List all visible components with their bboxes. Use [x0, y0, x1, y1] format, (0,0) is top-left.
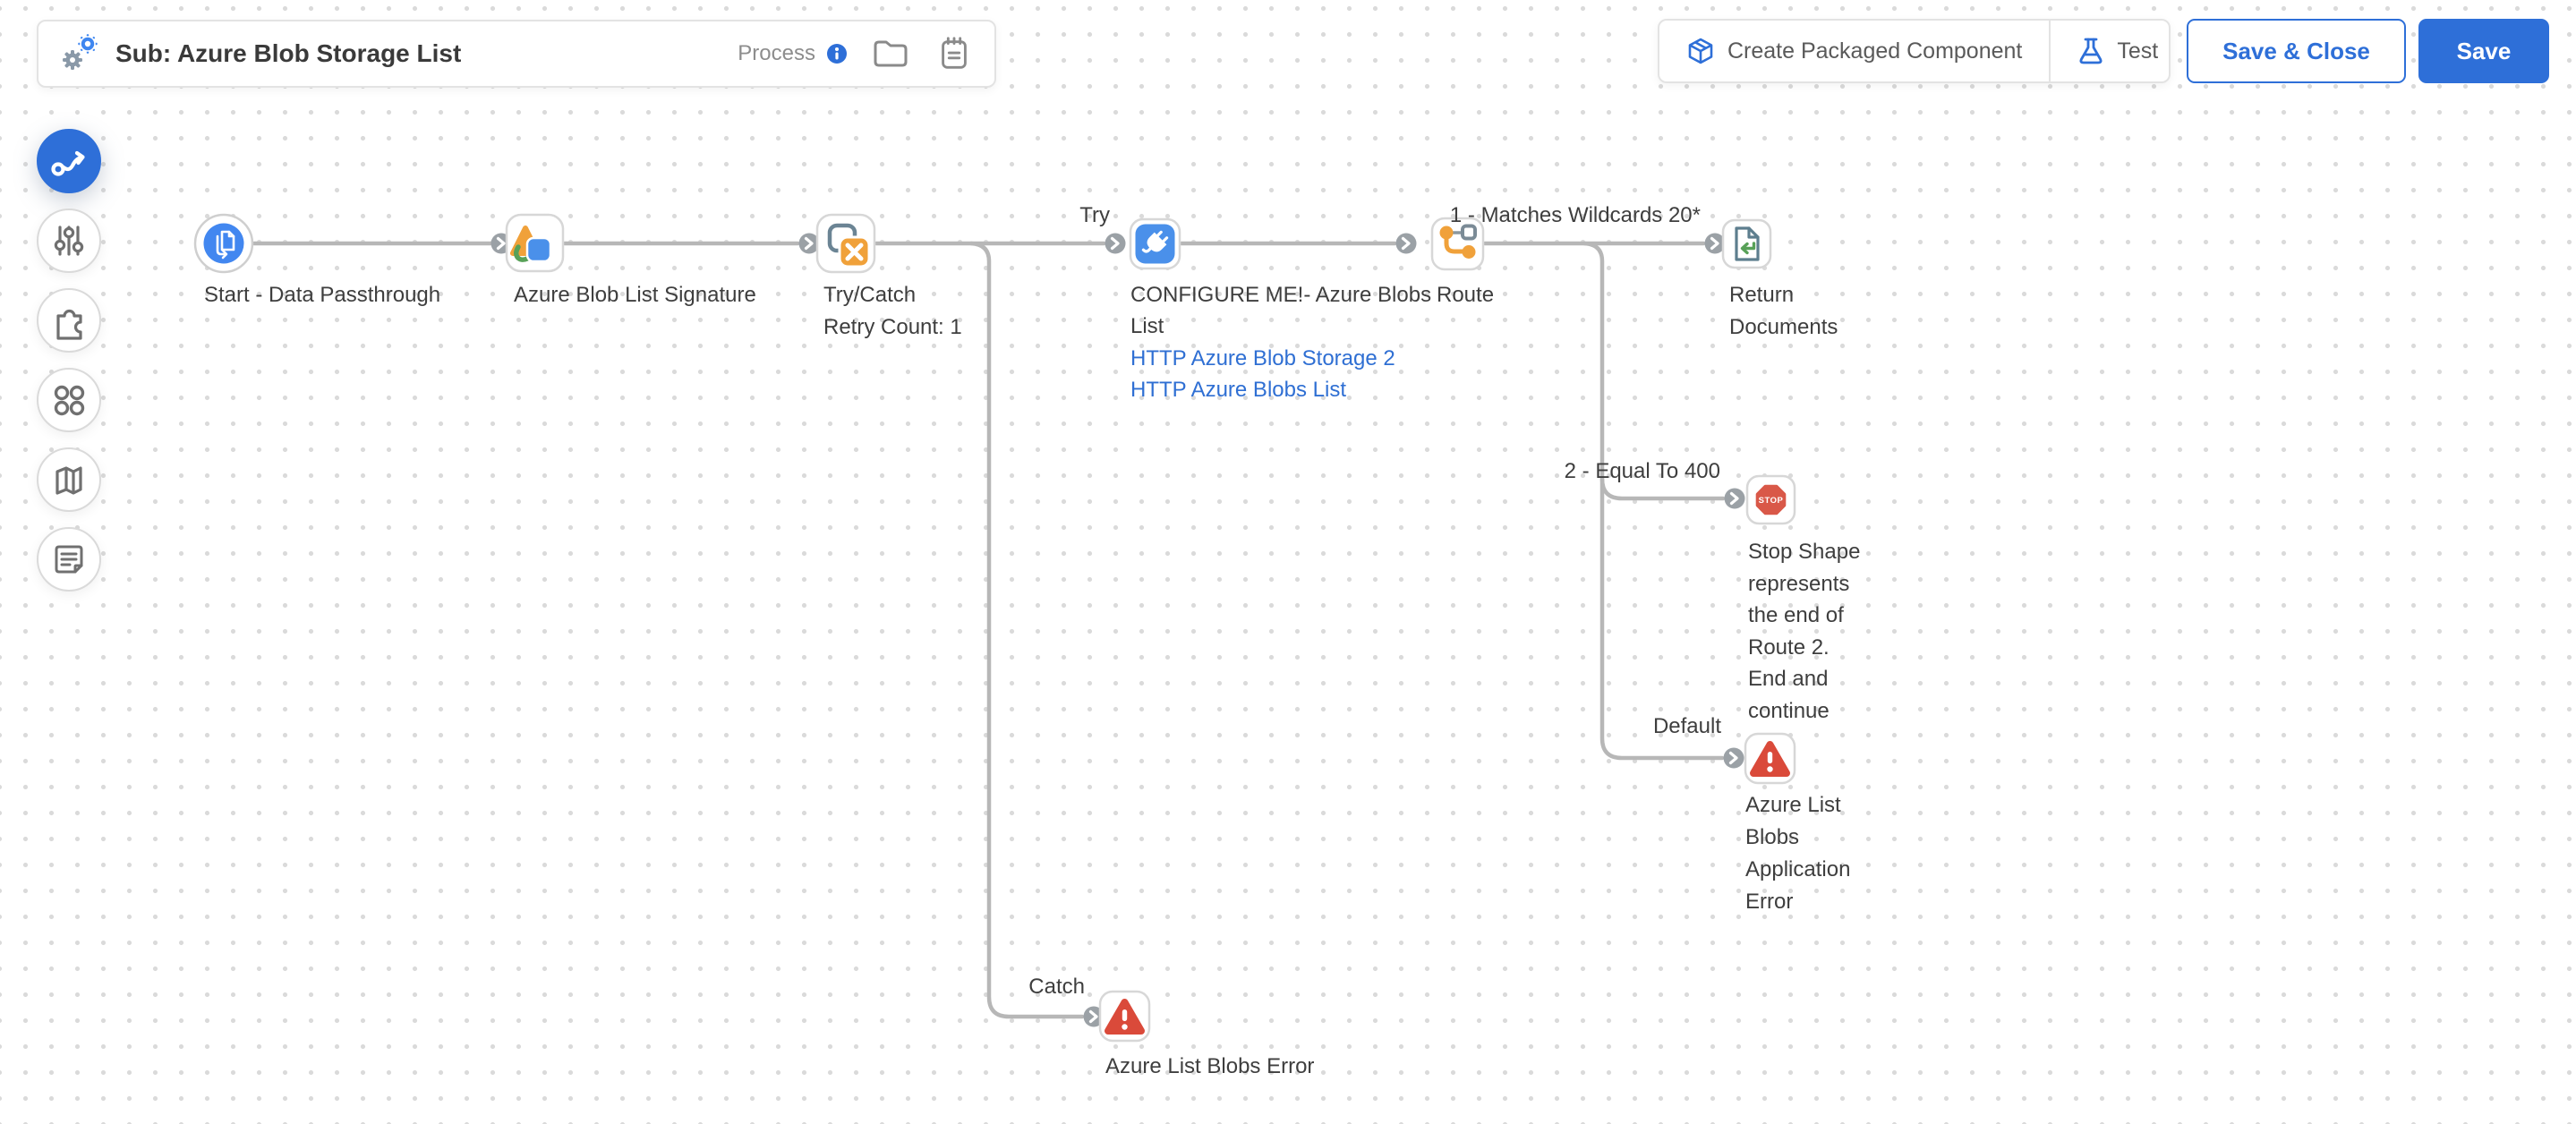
shape-label-route: Route — [1437, 283, 1495, 307]
connector-line-default — [1582, 241, 1725, 761]
package-icon — [1686, 37, 1715, 65]
secondary-actions-group: Create Packaged Component Test — [1658, 19, 2171, 83]
connector-arrows — [490, 233, 1745, 1027]
sidebar-item-notes[interactable] — [37, 527, 101, 592]
connector-arrow-icon — [1723, 747, 1744, 769]
shape-label-catch-error: Azure List Blobs Error — [1105, 1054, 1315, 1078]
error-triangle-icon — [1105, 999, 1145, 1035]
connector-arrow-icon — [798, 233, 820, 254]
test-button[interactable]: Test — [2049, 21, 2185, 81]
try-catch-icon — [827, 223, 871, 268]
branch-label-catch: Catch — [1028, 975, 1085, 999]
shape-label-try-catch: Try/Catch Retry Count: 1 — [823, 283, 962, 339]
shape-azure-list-blobs-error[interactable] — [1098, 990, 1151, 1043]
test-label: Test — [2117, 38, 2159, 64]
shape-route[interactable] — [1430, 217, 1485, 271]
connector-arrow-icon — [1704, 233, 1726, 254]
shapes-grid-icon — [37, 368, 101, 432]
create-packaged-component-label: Create Packaged Component — [1727, 38, 2023, 64]
stop-sign-text: STOP — [1759, 496, 1784, 506]
shape-azure-list-blobs-application-error[interactable] — [1744, 732, 1796, 785]
notepad-icon[interactable] — [935, 35, 973, 72]
flow-arrow-icon — [37, 129, 101, 193]
process-call-icon — [510, 226, 552, 263]
branch-label-try: Try — [1079, 203, 1110, 227]
component-link-http-azure-blobs-list[interactable]: HTTP Azure Blobs List — [1130, 378, 1346, 402]
shape-return-documents[interactable] — [1721, 218, 1772, 269]
save-and-close-button[interactable]: Save & Close — [2187, 19, 2406, 83]
connector-line-route2 — [1599, 476, 1726, 501]
page-title[interactable]: Sub: Azure Blob Storage List — [115, 39, 462, 67]
shape-label-configure: CONFIGURE ME!- Azure Blobs List — [1130, 283, 1432, 338]
puzzle-icon — [37, 288, 101, 353]
gears-icon — [60, 33, 101, 74]
data-passthrough-icon — [216, 230, 235, 260]
sliders-icon — [37, 209, 101, 273]
return-documents-icon — [1735, 226, 1760, 261]
info-icon[interactable] — [826, 43, 848, 64]
sidebar-item-configuration[interactable] — [37, 209, 101, 273]
shape-label-return-documents: Return Documents — [1729, 283, 1838, 339]
connector-arrow-icon — [1105, 233, 1126, 254]
shape-stop[interactable]: STOP — [1745, 474, 1796, 525]
branch-label-default: Default — [1652, 714, 1721, 738]
connector-arrow-icon — [1724, 488, 1745, 509]
connector-line-catch — [968, 241, 1085, 1019]
stop-sign-icon: STOP — [1755, 484, 1787, 515]
shape-start[interactable] — [193, 213, 254, 274]
folder-icon[interactable] — [871, 34, 910, 73]
notes-icon — [37, 527, 101, 592]
branch-label-route-2: 2 - Equal To 400 — [1564, 459, 1720, 483]
component-link-http-azure-blob-storage-2[interactable]: HTTP Azure Blob Storage 2 — [1130, 346, 1395, 370]
route-icon — [1439, 224, 1477, 259]
sidebar-item-shapes[interactable] — [37, 368, 101, 432]
flask-icon — [2077, 37, 2104, 65]
shape-label-stop: Stop Shape represents the end of Route 2… — [1748, 540, 1861, 723]
save-button[interactable]: Save — [2418, 19, 2549, 83]
shape-label-signature: Azure Blob List Signature — [514, 283, 756, 307]
error-triangle-icon — [1750, 741, 1790, 777]
connector-lines — [252, 241, 1726, 1019]
shape-try-catch[interactable] — [815, 213, 876, 274]
create-packaged-component-button[interactable]: Create Packaged Component — [1659, 21, 2049, 81]
sidebar-item-extensions[interactable] — [37, 288, 101, 353]
branch-label-route-1: 1 - Matches Wildcards 20* — [1449, 203, 1701, 227]
sidebar-item-map[interactable] — [37, 447, 101, 512]
process-title-card: Sub: Azure Blob Storage List Process — [37, 20, 996, 88]
connector-arrow-icon — [1395, 233, 1417, 254]
connector-plug-icon — [1141, 230, 1169, 253]
map-icon — [37, 447, 101, 512]
shape-configure-me-azure-blobs-list[interactable] — [1129, 217, 1181, 270]
shape-label-application-error: Azure List Blobs Application Error — [1745, 793, 1851, 914]
shape-label-start: Start - Data Passthrough — [204, 283, 441, 307]
shape-azure-blob-list-signature[interactable] — [505, 213, 565, 273]
sidebar-item-process-flow[interactable] — [37, 129, 101, 193]
component-type-label: Process — [738, 41, 815, 65]
